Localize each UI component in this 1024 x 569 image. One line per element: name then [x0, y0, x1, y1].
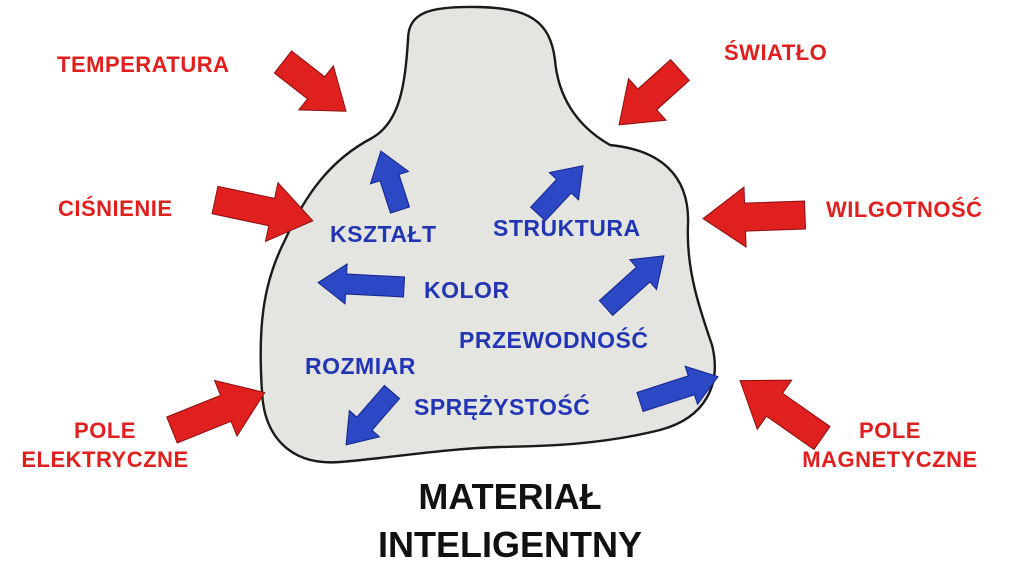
arrow-sprezystosc-icon — [636, 365, 719, 413]
label-kolor: KOLOR — [424, 277, 510, 303]
label-ksztalt: KSZTAŁT — [330, 221, 437, 247]
label-rozmiar: ROZMIAR — [305, 353, 416, 379]
label-pole-elektryczne-line2: ELEKTRYCZNE — [21, 447, 189, 472]
title-line2: INTELIGENTNY — [377, 524, 642, 565]
arrow-struktura-icon — [529, 165, 584, 222]
label-struktura: STRUKTURA — [493, 215, 641, 241]
property-arrows — [317, 150, 719, 446]
arrow-pole-magnetyczne-icon — [739, 379, 831, 451]
label-wilgotnosc: WILGOTNOŚĆ — [826, 197, 983, 222]
label-temperatura: TEMPERATURA — [57, 52, 230, 77]
arrow-cisnienie-icon — [211, 181, 314, 243]
arrow-temperatura-icon — [273, 50, 347, 112]
label-pole-elektryczne: POLE ELEKTRYCZNE — [0, 420, 210, 471]
label-pole-magnetyczne: POLE MAGNETYCZNE — [778, 420, 1002, 471]
label-sprezystosc: SPRĘŻYSTOŚĆ — [414, 394, 591, 420]
material-blob — [259, 5, 716, 464]
arrow-kolor-icon — [317, 263, 406, 305]
arrow-pole-elektryczne-icon — [166, 379, 266, 444]
label-pole-magnetyczne-line2: MAGNETYCZNE — [802, 447, 978, 472]
arrow-przewodnosc-icon — [598, 255, 665, 317]
arrow-rozmiar-icon — [345, 384, 401, 446]
arrow-wilgotnosc-icon — [702, 186, 807, 249]
arrow-ksztalt-icon — [369, 150, 411, 214]
label-cisnienie: CIŚNIENIE — [58, 196, 173, 221]
influence-arrows — [166, 50, 831, 451]
title-line1: MATERIAŁ — [418, 476, 602, 517]
label-pole-elektryczne-line1: POLE — [74, 418, 136, 443]
arrow-swiatlo-icon — [618, 58, 691, 126]
label-swiatlo: ŚWIATŁO — [724, 40, 828, 65]
label-pole-magnetyczne-line1: POLE — [859, 418, 921, 443]
label-przewodnosc: PRZEWODNOŚĆ — [459, 327, 649, 353]
